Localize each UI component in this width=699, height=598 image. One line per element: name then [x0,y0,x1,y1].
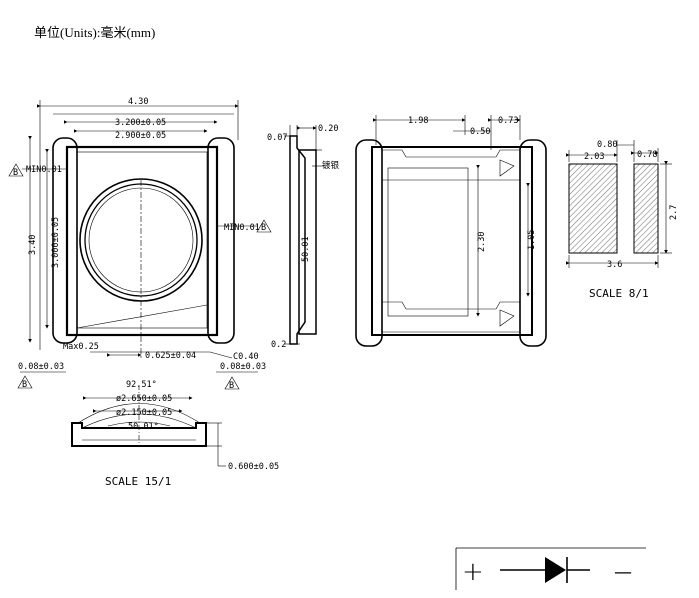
dim-min-left: MIN0.01 [26,165,62,175]
dim-back-w1: 1.98 [408,116,428,126]
datum-marker-bottom-right-icon [224,376,240,390]
datum-label-3: B [22,380,27,390]
section-thickness: 0.600±0.05 [228,462,279,472]
section-angle-inner: 50.01° [128,422,159,432]
back-view [355,115,547,347]
dim-back-h2: 1.05 [527,230,537,250]
datum-marker-left-icon [8,163,24,177]
dim-back-h1: 2.30 [477,232,487,252]
pad-scale-label: SCALE 8/1 [589,287,649,300]
datum-label-4: B [229,381,234,391]
dim-height-total: 3.40 [28,235,38,255]
datum-label-2: B [261,223,266,233]
section-d2: ø2.150±0.05 [116,408,172,418]
polarity-minus: — [614,562,632,583]
units-label: 单位(Units):毫米(mm) [34,25,156,40]
dim-side-top-a: 0.07 [267,133,287,143]
dim-pad-height: 2.7 [669,205,679,220]
dim-max-bottom: Max0.25 [63,342,99,352]
section-d1: ø2.650±0.05 [116,394,172,404]
section-angle-outer: 92.51° [126,380,157,390]
dim-min-right: MIN0.01 [224,223,260,233]
datum-marker-bottom-left-icon [17,375,33,389]
side-view [284,125,324,345]
dim-side-bottom: 0.2 [271,340,286,350]
polarity-plus: + [462,557,484,587]
pad-view [566,140,672,268]
datum-label-1: B [13,168,18,178]
dim-gap-left: 0.08±0.03 [18,362,64,372]
front-view [20,100,258,373]
dim-back-w3: 0.73 [498,116,518,126]
diode-polarity-symbol [455,547,646,590]
dim-height-inner: 3.000±0.05 [51,217,61,268]
dim-pad-p2: 2.03 [584,152,604,162]
dim-side-top-b: 0.20 [318,124,338,134]
dim-offset: 0.625±0.04 [145,351,196,361]
diode-arrow-icon [545,557,566,583]
dim-pad-width: 3.6 [607,260,622,270]
datum-marker-right-icon [256,219,272,233]
note-plating: 镀银 [322,160,340,171]
dim-side-body: 50.01 [301,236,311,262]
dim-back-w2: 0.50 [470,127,490,137]
dim-width-total: 4.30 [128,97,148,107]
dim-gap-right: 0.08±0.03 [220,362,266,372]
dim-width-body: 3.200±0.05 [115,118,166,128]
dim-pad-p1: 0.80 [597,140,617,150]
section-scale-label: SCALE 15/1 [105,475,171,488]
section-view [71,385,226,467]
dim-pad-p3: 0.78 [637,150,657,160]
dim-chamfer: C0.40 [233,352,259,362]
dim-width-inner: 2.900±0.05 [115,131,166,141]
